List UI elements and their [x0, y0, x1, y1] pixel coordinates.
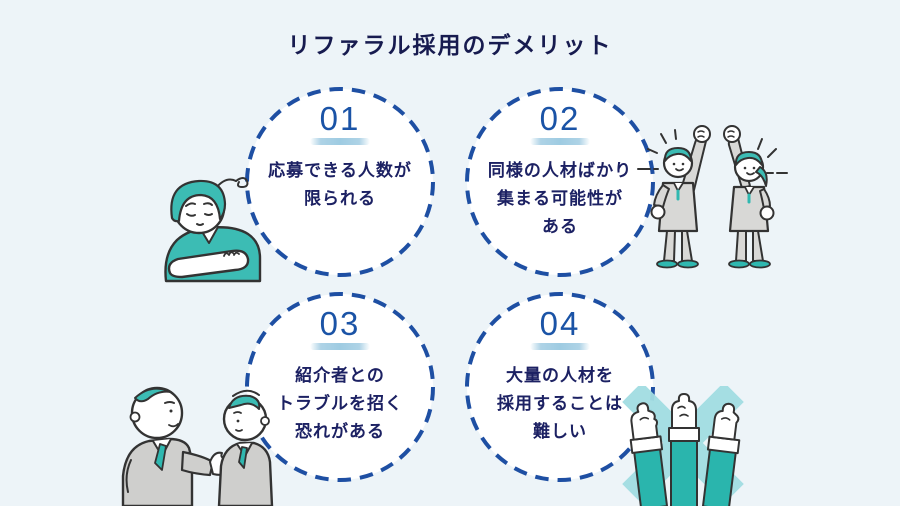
card-number: 01: [319, 100, 361, 137]
dashed-circle: [465, 292, 655, 482]
card-text: 応募できる人数が 限られる: [268, 161, 412, 208]
dashed-circle: [465, 87, 655, 277]
dashed-circle: [245, 292, 435, 482]
number-underline-brush: [310, 343, 370, 350]
card-text: 同様の人材ばかり 集まる可能性が ある: [487, 161, 633, 236]
demerit-card-01: 01 応募できる人数が 限られる: [245, 87, 435, 277]
worried-person-illustration: [164, 177, 262, 283]
card-number: 03: [319, 305, 361, 342]
demerit-card-02: 02 同様の人材ばかり 集まる可能性が ある: [465, 87, 655, 277]
number-underline-brush: [310, 138, 370, 145]
page-title: リファラル採用のデメリット: [287, 32, 613, 58]
demerit-card-04: 04 大量の人材を 採用することは 難しい: [465, 292, 655, 482]
dashed-circle: [245, 87, 435, 277]
card-text: 大量の人材を 採用することは 難しい: [497, 366, 623, 441]
number-underline-brush: [530, 343, 590, 350]
card-text: 紹介者との トラブルを招く 恐れがある: [277, 366, 403, 441]
demerit-card-03: 03 紹介者との トラブルを招く 恐れがある: [245, 292, 435, 482]
crossed-arms-x-illustration: [622, 386, 744, 506]
number-underline-brush: [530, 138, 590, 145]
card-number: 02: [539, 100, 581, 137]
card-number: 04: [539, 305, 581, 342]
talking-people-illustration: [121, 386, 274, 506]
cheering-people-illustration: [637, 125, 788, 269]
